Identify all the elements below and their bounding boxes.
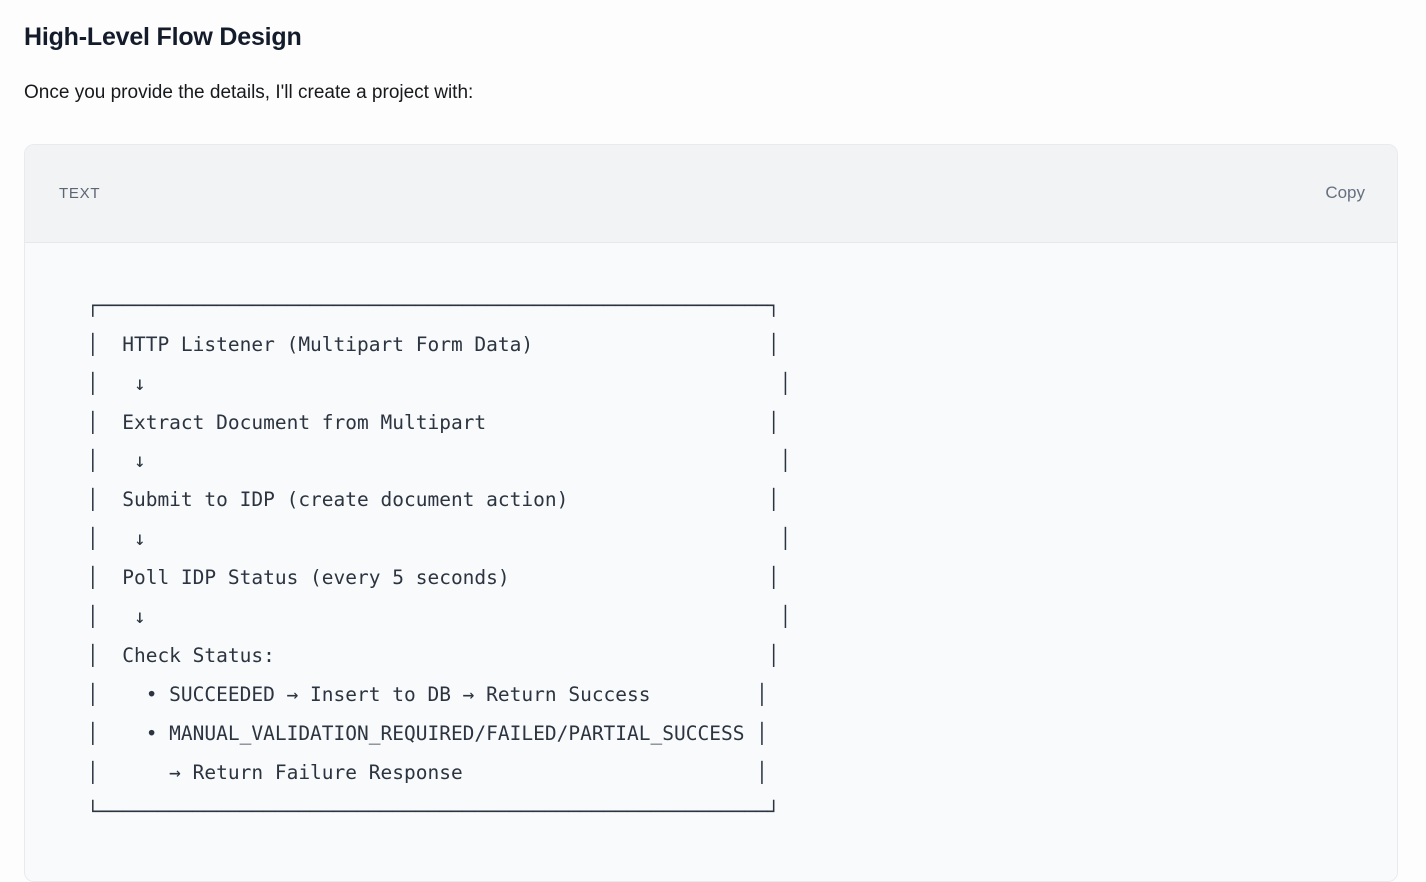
ascii-flow-diagram: ┌───────────────────────────────────────…: [87, 293, 792, 823]
intro-paragraph: Once you provide the details, I'll creat…: [24, 82, 474, 104]
copy-button[interactable]: Copy: [1325, 183, 1365, 203]
code-block-card: TEXT Copy ┌─────────────────────────────…: [24, 143, 1398, 882]
code-block-body: ┌───────────────────────────────────────…: [25, 242, 1397, 882]
code-block-header: TEXT Copy: [25, 144, 1397, 243]
page-title: High-Level Flow Design: [24, 23, 302, 51]
code-language-label: TEXT: [59, 184, 101, 202]
